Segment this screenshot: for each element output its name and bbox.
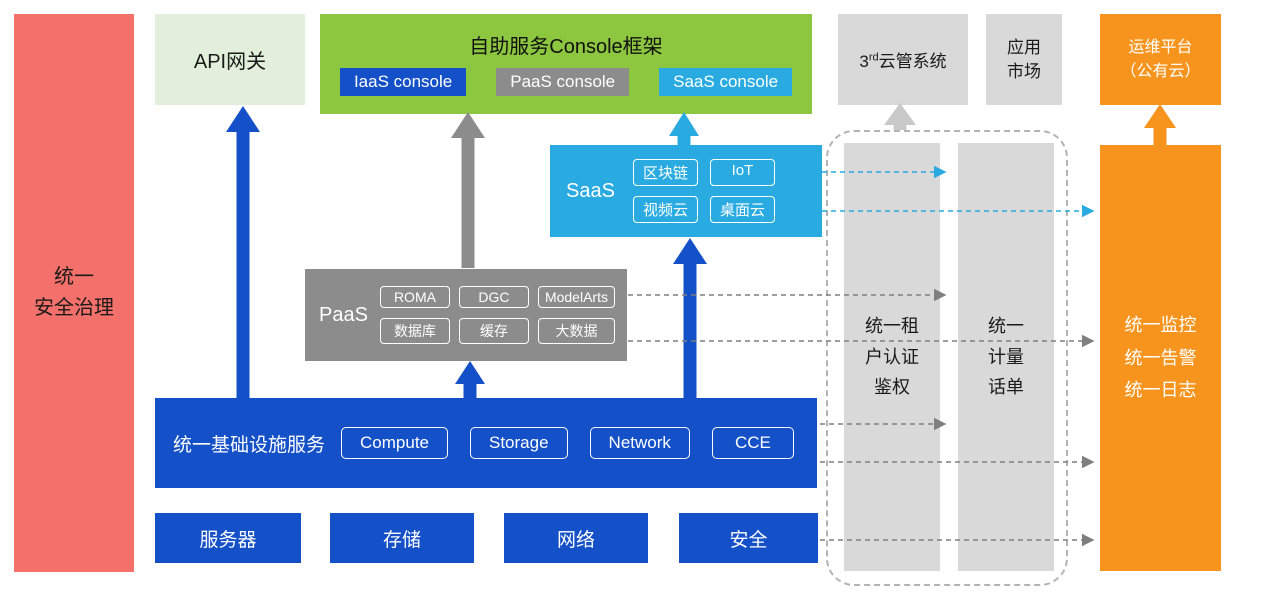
iaas-chip-cce: CCE xyxy=(711,427,794,459)
hardware-box-server: 服务器 xyxy=(155,513,301,563)
console-buttons-row: IaaS console PaaS console SaaS console xyxy=(339,68,793,97)
shared-services-container xyxy=(826,130,1068,586)
hardware-box-storage: 存储 xyxy=(330,513,474,563)
tenant-auth-bar: 统一租 户认证 鉴权 xyxy=(844,143,940,571)
arrow-iaas-to-api-gateway-icon xyxy=(226,106,260,400)
saas-chips: 区块链 IoT 视频云 桌面云 xyxy=(632,159,775,223)
arrow-iaas-to-saas-icon xyxy=(673,238,707,400)
iaas-chip-network: Network xyxy=(589,427,690,459)
paas-layer-box: PaaS ROMA DGC ModelArts 数据库 缓存 大数据 xyxy=(305,269,627,361)
iaas-layer-label: 统一基础设施服务 xyxy=(173,434,326,456)
third-party-label-pre: 3 xyxy=(859,52,869,71)
saas-chip-video-cloud: 视频云 xyxy=(632,196,698,223)
paas-chip-modelarts: ModelArts xyxy=(537,286,615,308)
saas-chip-desktop-cloud: 桌面云 xyxy=(709,196,775,223)
iaas-console-button: IaaS console xyxy=(339,68,467,97)
security-governance-bar: 统一 安全治理 xyxy=(14,14,134,572)
paas-chips: ROMA DGC ModelArts 数据库 缓存 大数据 xyxy=(379,286,615,344)
paas-chip-bigdata: 大数据 xyxy=(537,318,615,344)
paas-chip-roma: ROMA xyxy=(379,286,450,308)
console-framework-title: 自助服务Console框架 xyxy=(469,35,663,58)
paas-chip-dgc: DGC xyxy=(458,286,529,308)
saas-layer-box: SaaS 区块链 IoT 视频云 桌面云 xyxy=(550,145,822,237)
monitoring-bar: 统一监控 统一告警 统一日志 xyxy=(1100,145,1221,571)
paas-chip-cache: 缓存 xyxy=(458,318,529,344)
iaas-chip-storage: Storage xyxy=(470,427,568,459)
api-gateway-box: API网关 xyxy=(155,14,305,105)
arrow-shared-to-third-party-icon xyxy=(884,103,916,130)
iaas-chips: Compute Storage Network CCE xyxy=(341,427,794,459)
hardware-box-network: 网络 xyxy=(504,513,648,563)
security-governance-label: 统一 安全治理 xyxy=(34,266,114,319)
iaas-layer-box: 统一基础设施服务 Compute Storage Network CCE xyxy=(155,398,817,488)
third-party-label: 3rd云管系统 xyxy=(859,47,946,72)
arrow-saas-to-console-icon xyxy=(669,112,699,146)
paas-layer-label: PaaS xyxy=(319,303,368,326)
saas-chip-iot: IoT xyxy=(709,159,775,186)
paas-chip-database: 数据库 xyxy=(379,318,450,344)
hardware-box-security: 安全 xyxy=(679,513,818,563)
arrow-iaas-to-paas-icon xyxy=(455,361,485,400)
console-framework-box: 自助服务Console框架 IaaS console PaaS console … xyxy=(320,14,812,114)
api-gateway-label: API网关 xyxy=(193,51,267,73)
arrow-paas-to-console-icon xyxy=(451,112,485,268)
ops-platform-label: 运维平台 （公有云） xyxy=(1120,38,1201,80)
third-party-cloud-mgmt-box: 3rd云管系统 xyxy=(838,14,968,105)
monitoring-label: 统一监控 统一告警 统一日志 xyxy=(1124,315,1197,401)
metering-bar: 统一 计量 话单 xyxy=(958,143,1054,571)
ops-platform-box: 运维平台 （公有云） xyxy=(1100,14,1221,105)
paas-console-button: PaaS console xyxy=(496,68,630,97)
metering-label: 统一 计量 话单 xyxy=(988,316,1024,398)
tenant-auth-label: 统一租 户认证 鉴权 xyxy=(865,316,919,398)
third-party-label-sup: rd xyxy=(868,51,879,64)
saas-console-button: SaaS console xyxy=(659,68,793,97)
app-market-label: 应用 市场 xyxy=(1007,37,1041,81)
arrow-monitoring-to-ops-icon xyxy=(1144,104,1176,146)
saas-layer-label: SaaS xyxy=(566,179,615,202)
app-market-box: 应用 市场 xyxy=(986,14,1062,105)
saas-chip-blockchain: 区块链 xyxy=(632,159,698,186)
iaas-chip-compute: Compute xyxy=(341,427,448,459)
third-party-label-post: 云管系统 xyxy=(878,52,947,71)
